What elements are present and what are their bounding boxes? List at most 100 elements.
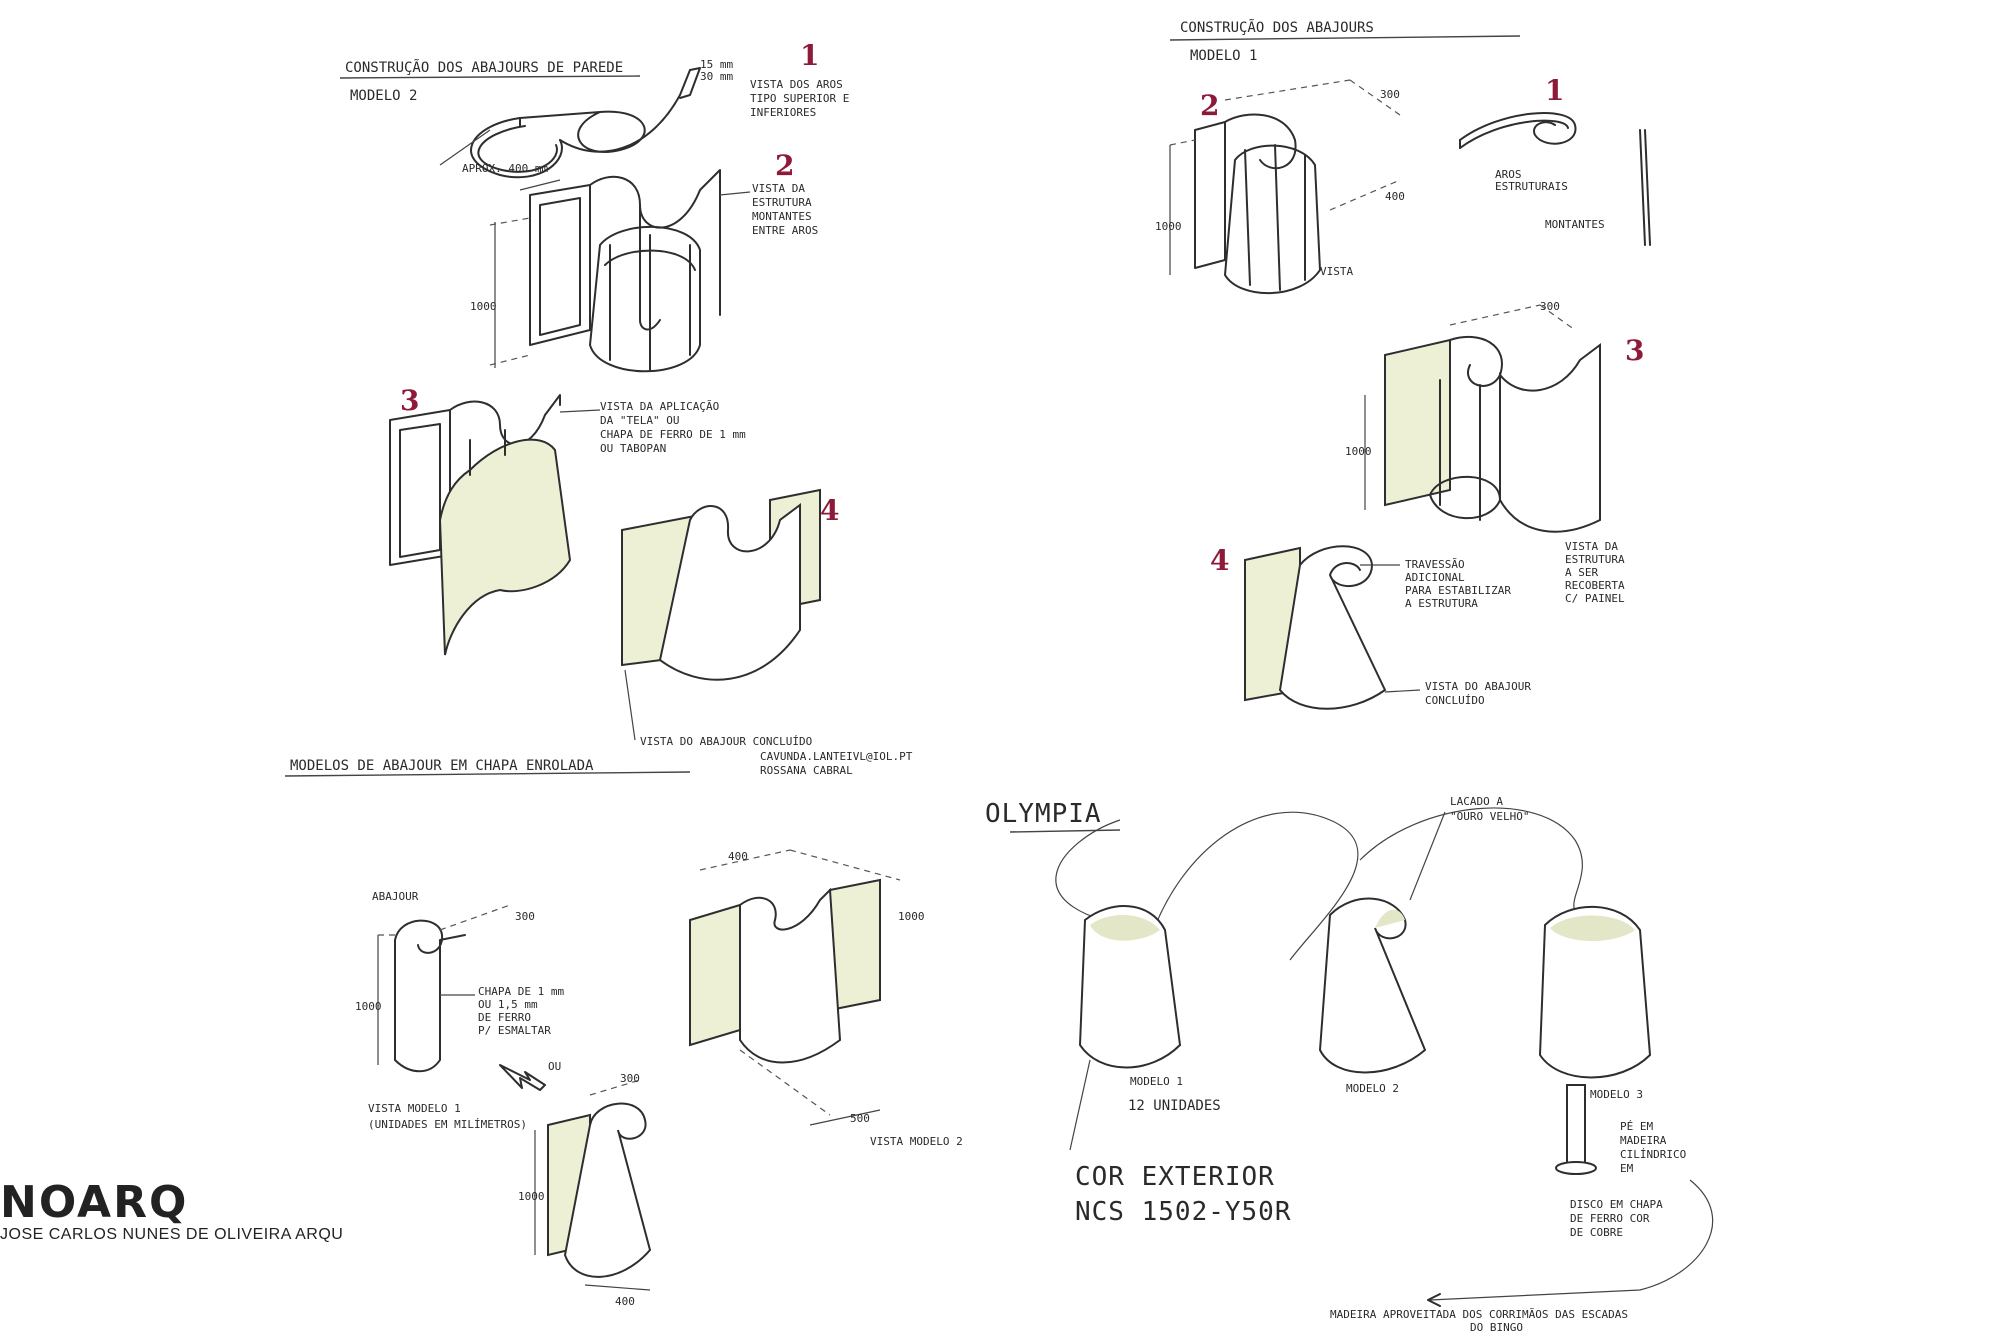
tr-label-aros-1: AROS: [1495, 168, 1522, 181]
br-title: OLYMPIA: [985, 799, 1102, 829]
tr-step3-number: 3: [1625, 334, 1644, 367]
br-pe-line1: PÉ EM: [1620, 1120, 1653, 1133]
bl-chapa-line1: CHAPA DE 1 mm: [478, 985, 564, 998]
bl-vista1-line2: (UNIDADES EM MILÍMETROS): [368, 1118, 527, 1131]
br-pe-line4: EM: [1620, 1162, 1634, 1175]
bl-label-abajour: ABAJOUR: [372, 890, 419, 903]
tr-dim-a: 300: [1380, 88, 1400, 101]
panel-top-left: CONSTRUÇÃO DOS ABAJOURS DE PAREDE MODELO…: [339, 39, 849, 748]
bl-chapa-line2: OU 1,5 mm: [478, 998, 538, 1011]
bl-abajour-chapa: [377, 904, 511, 1073]
tr-note4-line3: PARA ESTABILIZAR: [1405, 584, 1511, 597]
tl-title-rule: [339, 75, 641, 79]
bl-modelo1-lamp: [534, 1079, 652, 1291]
tr-note3-line1: VISTA DA: [1565, 540, 1618, 553]
tl-note2-line3: MONTANTES: [752, 210, 812, 223]
bl-dim-1000c: 1000: [898, 910, 925, 923]
tr-note4-line2: ADICIONAL: [1405, 571, 1465, 584]
br-disco-line1: DISCO EM CHAPA: [1570, 1198, 1663, 1211]
bl-chapa-line4: P/ ESMALTAR: [478, 1024, 551, 1037]
bl-dim-1000b: 1000: [518, 1190, 545, 1203]
tl-note3-line3: CHAPA DE FERRO DE 1 mm: [600, 428, 746, 441]
br-lamp-modelo2: [1318, 897, 1427, 1074]
noarq-logo: NOARQ JOSE CARLOS NUNES DE OLIVEIRA ARQU: [0, 1177, 344, 1244]
tr-note3-line2: ESTRUTURA: [1565, 553, 1625, 566]
br-curve-c: [1359, 807, 1591, 921]
tl-note3-line2: DA "TELA" OU: [600, 414, 679, 427]
bl-dim-500: 500: [850, 1112, 870, 1125]
tr-note4-line1: TRAVESSÃO: [1405, 558, 1465, 571]
tl-step4-concluido: [621, 488, 821, 681]
tl-note1-line2: TIPO SUPERIOR E: [750, 92, 849, 105]
panel-bottom-left: MODELOS DE ABAJOUR EM CHAPA ENROLADA CAV…: [284, 750, 963, 1308]
tl-step3-number: 3: [400, 384, 419, 417]
bl-modelo2-lamp: [689, 849, 901, 1126]
tr-step2-number: 2: [1200, 89, 1219, 122]
bl-author: ROSSANA CABRAL: [760, 764, 853, 777]
tl-note2-line4: ENTRE AROS: [752, 224, 818, 237]
tl-step1-aros: [439, 67, 701, 191]
br-modelo1: MODELO 1: [1130, 1075, 1183, 1088]
tr-dim-d: 300: [1540, 300, 1560, 313]
tr-note3-line4: RECOBERTA: [1565, 579, 1625, 592]
tl-dim-profile-b: 30 mm: [700, 70, 733, 83]
bl-dim-300b: 300: [620, 1072, 640, 1085]
tr-label-aros-2: ESTRUTURAIS: [1495, 180, 1568, 193]
tl-note4: VISTA DO ABAJOUR CONCLUÍDO: [640, 735, 812, 748]
panel-top-right: CONSTRUÇÃO DOS ABAJOURS MODELO 1 2 300 4…: [1155, 19, 1651, 710]
bl-dim-1000: 1000: [355, 1000, 382, 1013]
br-pe-line2: MADEIRA: [1620, 1134, 1667, 1147]
br-lamp3-disc: [1555, 1161, 1597, 1175]
bl-dim-400: 400: [615, 1295, 635, 1308]
tl-step3-aplicacao: [389, 394, 572, 656]
tr-step1-number: 1: [1545, 74, 1564, 107]
tl-step2-number: 2: [775, 149, 794, 182]
bl-arrow-ou: [499, 1064, 546, 1091]
tr-final-line2: CONCLUÍDO: [1425, 694, 1485, 707]
logo-mark: NOARQ: [0, 1177, 189, 1228]
bl-chapa-line3: DE FERRO: [478, 1011, 531, 1024]
br-madeira-line1: MADEIRA APROVEITADA DOS CORRIMÃOS DAS ES…: [1330, 1308, 1628, 1321]
br-ncs: NCS 1502-Y50R: [1075, 1197, 1292, 1227]
br-lacado-line2: "OURO VELHO": [1450, 810, 1529, 823]
logo-subtitle: JOSE CARLOS NUNES DE OLIVEIRA ARQU: [0, 1226, 344, 1243]
tl-note2-line1: VISTA DA: [752, 182, 805, 195]
bl-ou: OU: [548, 1060, 561, 1073]
tl-step1-number: 1: [800, 39, 819, 72]
tr-note3-line3: A SER: [1565, 566, 1598, 579]
tl-title: CONSTRUÇÃO DOS ABAJOURS DE PAREDE: [345, 59, 623, 76]
tr-step2-estrutura: [1169, 79, 1401, 295]
br-modelo3: MODELO 3: [1590, 1088, 1643, 1101]
tr-step4-concluido: [1244, 545, 1387, 710]
bl-title-rule: [284, 771, 691, 777]
tr-label-montantes: MONTANTES: [1545, 218, 1605, 231]
tl-dim-width: APROX. 400 mm: [462, 162, 548, 175]
br-lamp-modelo1: [1078, 905, 1182, 1069]
br-modelo2: MODELO 2: [1346, 1082, 1399, 1095]
tl-note1-line1: VISTA DOS AROS: [750, 78, 843, 91]
bl-dim-400b: 400: [728, 850, 748, 863]
bl-vista1-line1: VISTA MODELO 1: [368, 1102, 461, 1115]
panel-bottom-right: OLYMPIA MODELO 1 12 UNIDADES MODELO 2 LA…: [985, 795, 1714, 1333]
br-lamp-modelo3: [1538, 905, 1652, 1175]
tr-title-rule: [1169, 35, 1521, 41]
br-curve-a: [1149, 811, 1359, 961]
br-pe-line3: CILÍNDRICO: [1620, 1148, 1686, 1161]
br-lacado-line1: LACADO A: [1450, 795, 1503, 808]
br-disco-line2: DE FERRO COR: [1570, 1212, 1650, 1225]
br-cor-exterior: COR EXTERIOR: [1075, 1162, 1275, 1192]
tr-note3-line5: C/ PAINEL: [1565, 592, 1625, 605]
tr-final-line1: VISTA DO ABAJOUR: [1425, 680, 1531, 693]
tl-dim-height: 1000: [470, 300, 497, 313]
br-madeira-line2: DO BINGO: [1470, 1321, 1523, 1333]
tr-label-vista: VISTA: [1320, 265, 1353, 278]
tr-title: CONSTRUÇÃO DOS ABAJOURS: [1180, 19, 1374, 36]
tr-step1-aros: [1459, 112, 1651, 246]
bl-dim-300: 300: [515, 910, 535, 923]
tr-step3-estrutura: [1364, 304, 1601, 533]
tr-dim-e: 1000: [1345, 445, 1372, 458]
tr-dim-c: 1000: [1155, 220, 1182, 233]
tl-note3-line4: OU TABOPAN: [600, 442, 666, 455]
tr-note4-line4: A ESTRUTURA: [1405, 597, 1478, 610]
br-lamp3-stem: [1566, 1084, 1586, 1166]
